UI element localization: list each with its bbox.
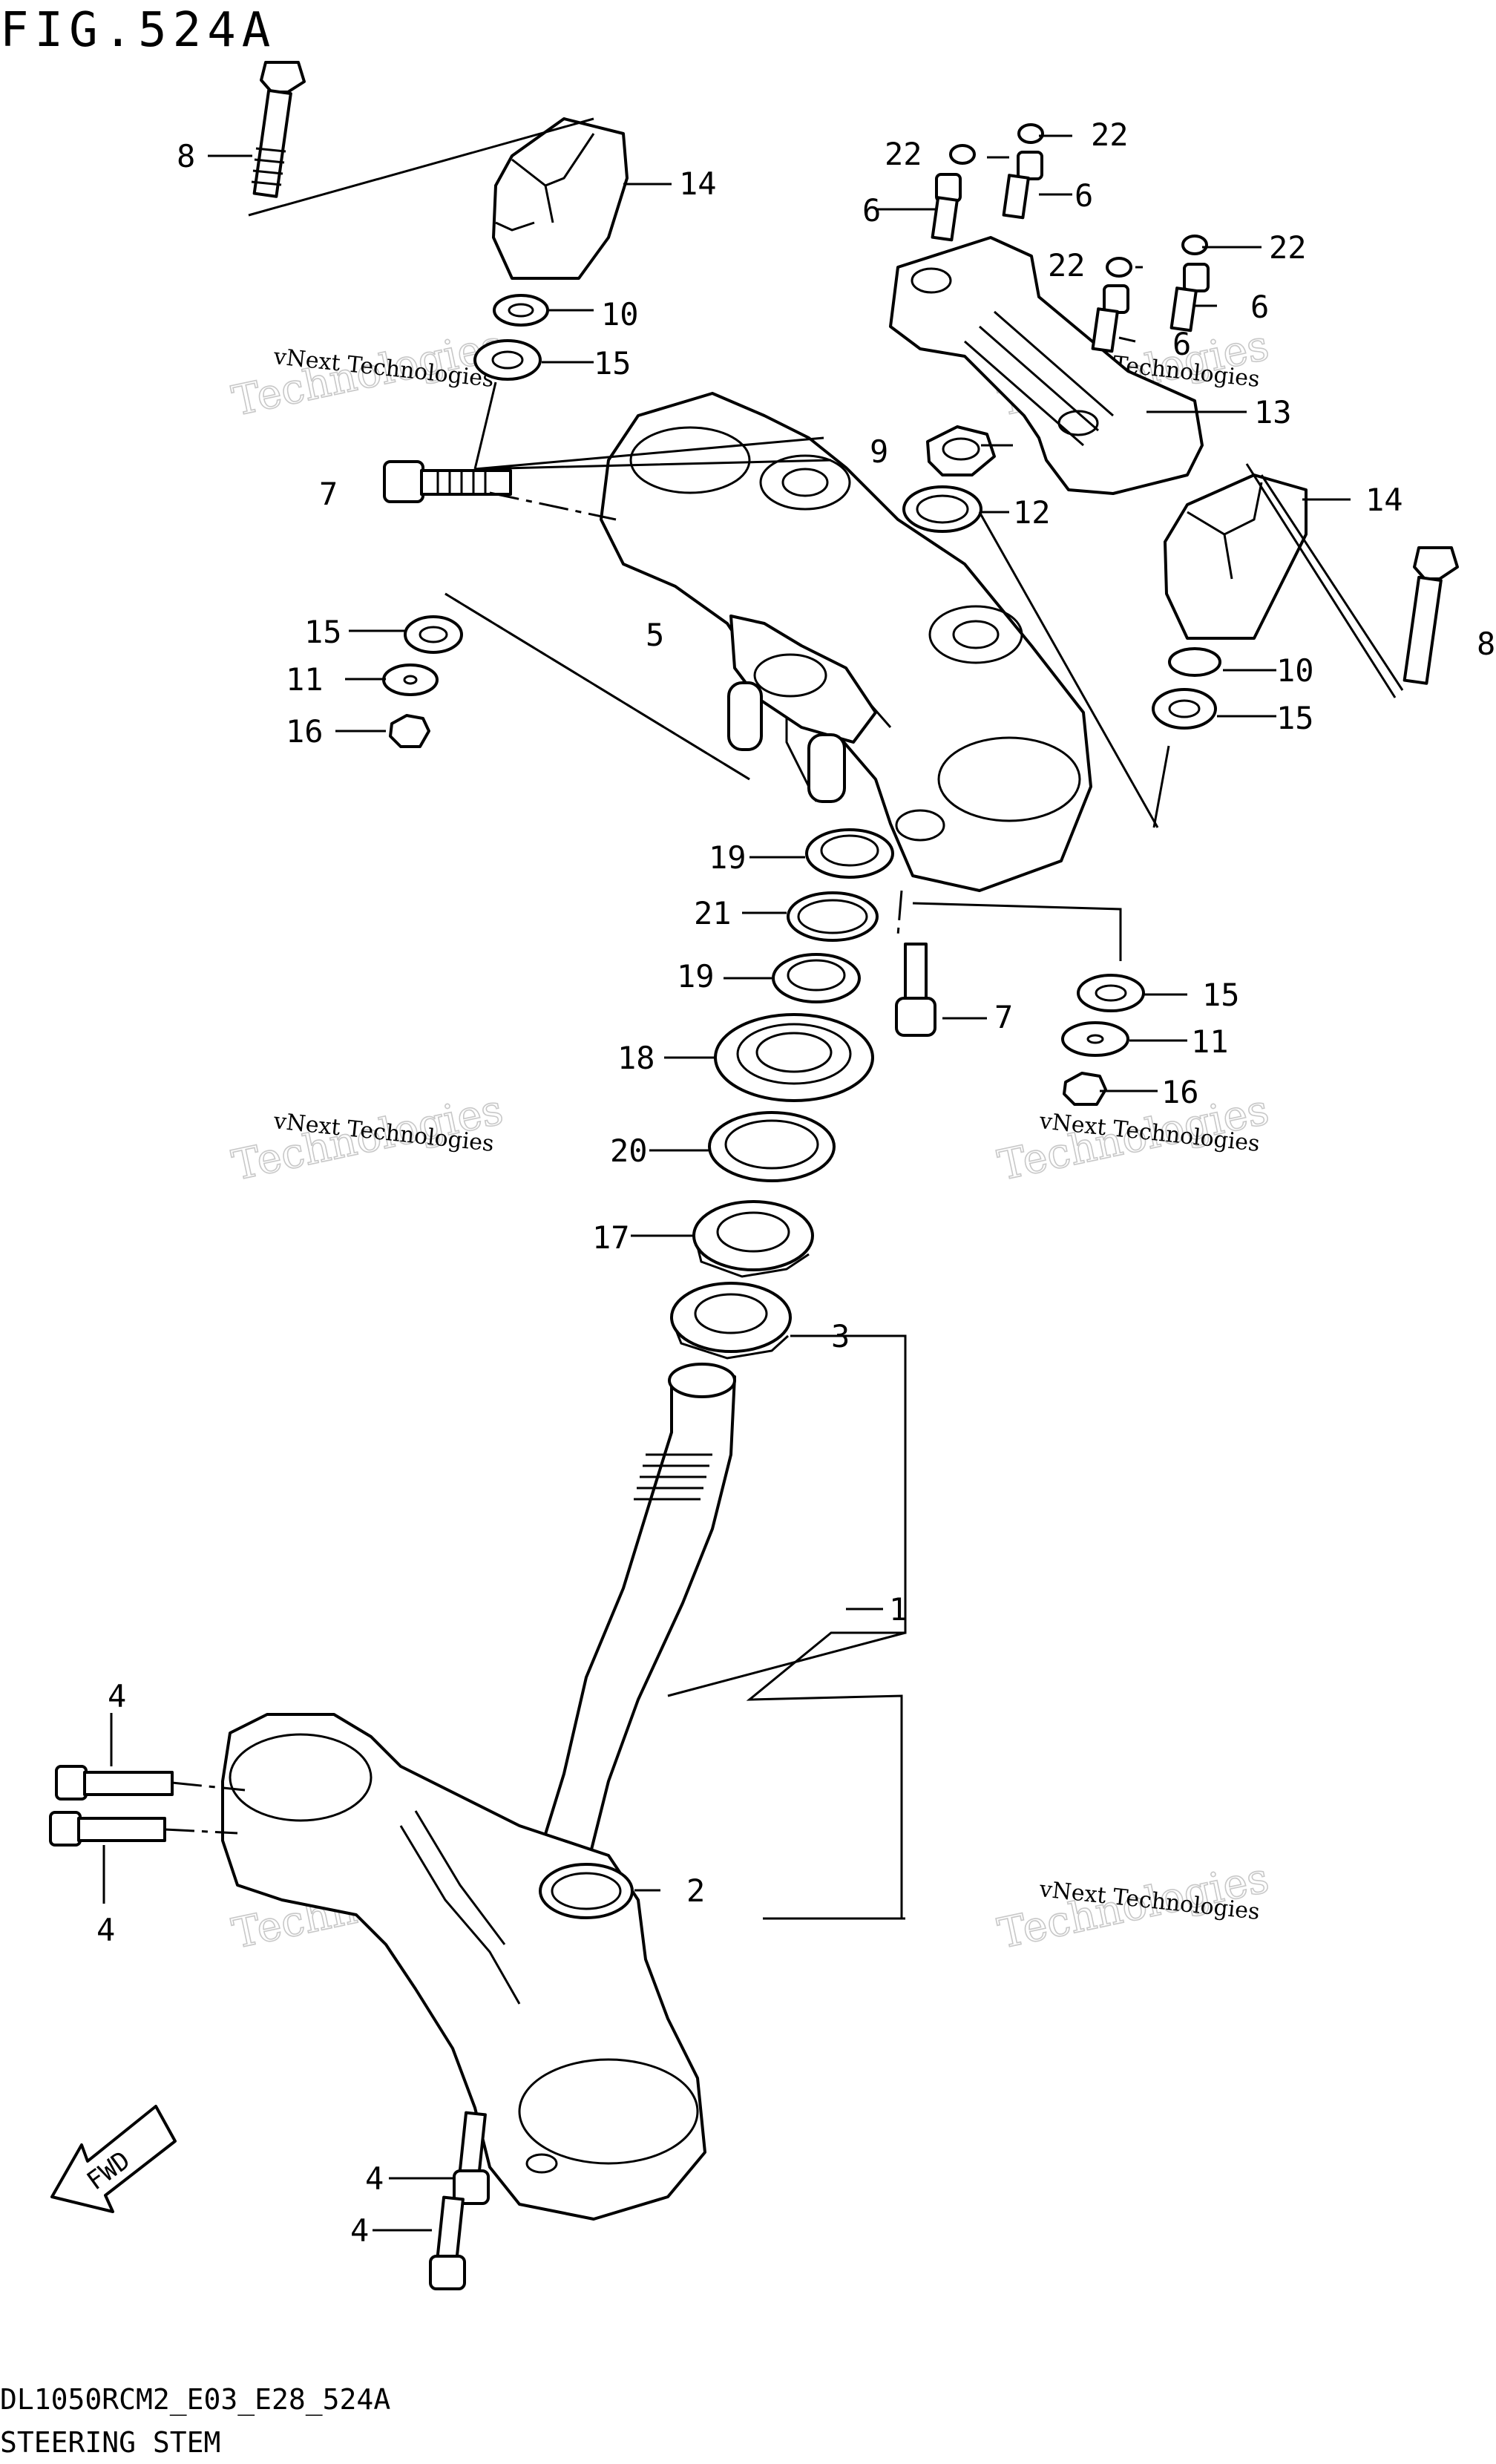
bolt-part-6-d bbox=[1169, 263, 1210, 332]
watermark-top-left: Technologies vNext Technologies bbox=[228, 321, 508, 426]
callout-11-a: 11 bbox=[286, 661, 324, 698]
section-title: STEERING STEM bbox=[0, 2426, 220, 2459]
washer-part-12 bbox=[902, 485, 982, 533]
callout-14-b: 14 bbox=[1365, 482, 1403, 518]
steering-stem-part-1 bbox=[533, 1363, 736, 1872]
callout-16-b: 16 bbox=[1161, 1074, 1199, 1110]
callout-10-b: 10 bbox=[1276, 652, 1314, 689]
callout-labels: 1 2 3 4 4 4 4 5 6 6 6 6 7 7 8 8 9 10 10 … bbox=[96, 117, 1495, 2249]
callout-7-b: 7 bbox=[994, 999, 1013, 1035]
nut-part-16-right bbox=[1063, 1072, 1107, 1106]
callout-19-a: 19 bbox=[709, 839, 747, 876]
callout-15-c: 15 bbox=[1276, 700, 1314, 736]
callout-12: 12 bbox=[1013, 494, 1051, 531]
callout-4-d: 4 bbox=[350, 2212, 369, 2249]
dust-seal-part-18 bbox=[714, 1013, 874, 1102]
lock-nut-part-19-upper bbox=[805, 828, 894, 879]
bolt-part-4-lower-b bbox=[429, 2195, 466, 2290]
callout-22-a: 22 bbox=[885, 136, 922, 172]
callout-16-a: 16 bbox=[286, 713, 324, 750]
fwd-direction-arrow-icon: FWD bbox=[50, 2105, 177, 2213]
callout-10-a: 10 bbox=[601, 296, 639, 332]
callout-9: 9 bbox=[870, 433, 888, 470]
callout-17: 17 bbox=[592, 1219, 630, 1256]
callout-14-a: 14 bbox=[679, 166, 717, 202]
upper-bracket-part-5 bbox=[600, 392, 1092, 892]
bolt-part-6-b bbox=[1002, 151, 1043, 220]
lock-washer-part-21 bbox=[787, 891, 879, 942]
callout-15-d: 15 bbox=[1202, 977, 1240, 1013]
callout-7-a: 7 bbox=[319, 476, 338, 512]
upper-bracket-pegs bbox=[727, 615, 877, 803]
bolt-part-7-left bbox=[383, 460, 512, 503]
bolt-part-4-middle bbox=[49, 1811, 166, 1847]
callout-19-b: 19 bbox=[677, 958, 715, 995]
cap-part-22-d bbox=[1181, 235, 1208, 255]
callout-1: 1 bbox=[889, 1591, 908, 1628]
watermark-bottom-right: Technologies vNext Technologies bbox=[994, 1853, 1274, 1959]
callout-6-b: 6 bbox=[1075, 177, 1093, 214]
washer-part-10-left bbox=[493, 294, 549, 327]
washer-part-11-right bbox=[1061, 1021, 1129, 1057]
callout-4-a: 4 bbox=[108, 1678, 126, 1714]
callout-20: 20 bbox=[610, 1133, 648, 1169]
bolt-part-8-left bbox=[251, 61, 306, 198]
cap-part-22-a bbox=[949, 144, 976, 165]
callout-4-c: 4 bbox=[365, 2160, 384, 2197]
callout-4-b: 4 bbox=[96, 1912, 115, 1948]
handlebar-holder-part-14-left bbox=[492, 117, 629, 280]
cap-part-22-c bbox=[1106, 257, 1132, 278]
handlebar-holder-part-14-right bbox=[1164, 474, 1308, 640]
watermark-mid-left: Technologies vNext Technologies bbox=[228, 1085, 508, 1190]
cushion-part-15-upper-left bbox=[473, 339, 542, 381]
callout-6-d: 6 bbox=[1250, 289, 1269, 325]
watermark-mid-right: Technologies vNext Technologies bbox=[994, 1085, 1274, 1190]
cap-part-22-b bbox=[1017, 123, 1044, 144]
washer-part-10-right bbox=[1168, 647, 1221, 677]
callout-21: 21 bbox=[694, 895, 732, 931]
washer-part-11-left bbox=[382, 663, 439, 696]
nut-part-9 bbox=[926, 425, 996, 476]
bolt-part-7-lower bbox=[895, 943, 936, 1037]
callout-18: 18 bbox=[617, 1040, 655, 1076]
bearing-part-3 bbox=[670, 1282, 792, 1360]
cushion-part-15-left bbox=[404, 615, 463, 654]
callout-8-b: 8 bbox=[1477, 626, 1495, 662]
nut-part-16-left bbox=[389, 714, 430, 748]
bolt-part-4-lower-a bbox=[453, 2111, 490, 2205]
callout-6-c: 6 bbox=[1172, 326, 1191, 362]
bolt-part-4-upper bbox=[55, 1765, 174, 1801]
callout-22-d: 22 bbox=[1269, 229, 1307, 266]
callout-15-b: 15 bbox=[304, 614, 342, 650]
callout-5: 5 bbox=[646, 617, 664, 653]
lower-bracket bbox=[221, 1713, 706, 2221]
bolt-part-6-a bbox=[931, 173, 962, 242]
bolt-part-6-c bbox=[1091, 284, 1129, 353]
callout-3: 3 bbox=[831, 1318, 850, 1354]
callout-8-a: 8 bbox=[177, 138, 195, 174]
callout-11-b: 11 bbox=[1191, 1023, 1229, 1060]
bolt-part-8-right bbox=[1402, 546, 1459, 685]
callout-15-a: 15 bbox=[594, 345, 631, 381]
leader-lines bbox=[102, 117, 1404, 2232]
lock-nut-part-19-lower bbox=[772, 953, 861, 1003]
bearing-part-17 bbox=[692, 1200, 814, 1278]
model-code: DL1050RCM2_E03_E28_524A bbox=[0, 2383, 390, 2417]
callout-22-c: 22 bbox=[1048, 247, 1086, 284]
callout-2: 2 bbox=[686, 1872, 705, 1909]
figure-title: FIG.524A bbox=[0, 3, 276, 58]
callout-6-a: 6 bbox=[862, 192, 881, 229]
callout-13: 13 bbox=[1254, 394, 1292, 430]
seal-part-20 bbox=[708, 1111, 836, 1182]
handlebar-clamp-part-13 bbox=[889, 236, 1204, 495]
cushion-part-15-lower-right bbox=[1077, 974, 1145, 1012]
callout-22-b: 22 bbox=[1091, 117, 1129, 153]
cushion-part-15-upper-right bbox=[1152, 688, 1217, 730]
